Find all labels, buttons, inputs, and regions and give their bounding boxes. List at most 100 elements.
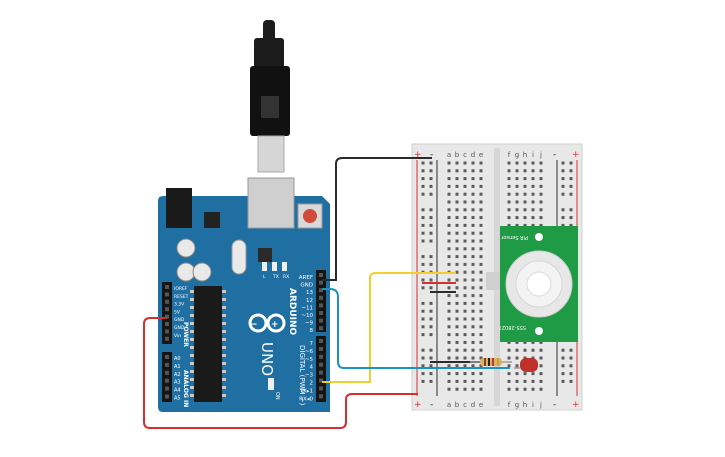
- breadboard-hole[interactable]: [455, 216, 459, 220]
- breadboard-hole[interactable]: [531, 177, 535, 181]
- rail-hole[interactable]: [569, 192, 573, 196]
- breadboard-hole[interactable]: [539, 372, 543, 376]
- rail-hole[interactable]: [421, 216, 425, 220]
- breadboard-hole[interactable]: [515, 192, 519, 196]
- rail-hole[interactable]: [421, 364, 425, 368]
- breadboard-hole[interactable]: [531, 379, 535, 383]
- breadboard-hole[interactable]: [455, 161, 459, 165]
- breadboard-hole[interactable]: [471, 356, 475, 360]
- rail-hole[interactable]: [569, 372, 573, 376]
- breadboard-hole[interactable]: [471, 278, 475, 282]
- breadboard-hole[interactable]: [479, 372, 483, 376]
- rail-hole[interactable]: [421, 301, 425, 305]
- breadboard-hole[interactable]: [471, 333, 475, 337]
- breadboard-hole[interactable]: [447, 333, 451, 337]
- breadboard-hole[interactable]: [455, 325, 459, 329]
- rail-hole[interactable]: [429, 223, 433, 227]
- rail-hole[interactable]: [421, 208, 425, 212]
- header-hole[interactable]: [165, 329, 169, 334]
- rail-hole[interactable]: [429, 262, 433, 266]
- breadboard-hole[interactable]: [523, 379, 527, 383]
- breadboard-hole[interactable]: [447, 317, 451, 321]
- rail-hole[interactable]: [421, 372, 425, 376]
- rail-hole[interactable]: [569, 379, 573, 383]
- breadboard-hole[interactable]: [463, 208, 467, 212]
- breadboard-hole[interactable]: [455, 200, 459, 204]
- breadboard-hole[interactable]: [479, 216, 483, 220]
- breadboard-hole[interactable]: [523, 216, 527, 220]
- rail-hole[interactable]: [421, 192, 425, 196]
- breadboard-hole[interactable]: [471, 169, 475, 173]
- rail-hole[interactable]: [569, 216, 573, 220]
- breadboard-hole[interactable]: [507, 208, 511, 212]
- rail-hole[interactable]: [421, 239, 425, 243]
- breadboard-hole[interactable]: [471, 192, 475, 196]
- breadboard-hole[interactable]: [455, 364, 459, 368]
- breadboard-hole[interactable]: [479, 184, 483, 188]
- breadboard-hole[interactable]: [479, 177, 483, 181]
- breadboard-hole[interactable]: [447, 239, 451, 243]
- rail-hole[interactable]: [429, 184, 433, 188]
- header-hole[interactable]: [165, 394, 169, 399]
- breadboard-hole[interactable]: [523, 200, 527, 204]
- breadboard-hole[interactable]: [447, 379, 451, 383]
- breadboard-hole[interactable]: [455, 387, 459, 391]
- rail-hole[interactable]: [429, 278, 433, 282]
- breadboard-hole[interactable]: [471, 223, 475, 227]
- breadboard-hole[interactable]: [523, 356, 527, 360]
- breadboard-hole[interactable]: [471, 372, 475, 376]
- breadboard-hole[interactable]: [447, 231, 451, 235]
- rail-hole[interactable]: [561, 348, 565, 352]
- breadboard-hole[interactable]: [447, 216, 451, 220]
- breadboard-hole[interactable]: [463, 340, 467, 344]
- breadboard-hole[interactable]: [447, 340, 451, 344]
- breadboard-hole[interactable]: [507, 364, 511, 368]
- breadboard-hole[interactable]: [471, 340, 475, 344]
- rail-hole[interactable]: [429, 169, 433, 173]
- breadboard-hole[interactable]: [479, 309, 483, 313]
- header-hole[interactable]: [319, 378, 323, 383]
- breadboard-hole[interactable]: [471, 208, 475, 212]
- rail-hole[interactable]: [429, 364, 433, 368]
- breadboard-hole[interactable]: [507, 340, 511, 344]
- rail-hole[interactable]: [421, 278, 425, 282]
- breadboard-hole[interactable]: [463, 255, 467, 259]
- header-hole[interactable]: [319, 394, 323, 399]
- breadboard-hole[interactable]: [463, 387, 467, 391]
- breadboard-hole[interactable]: [523, 208, 527, 212]
- rail-hole[interactable]: [569, 177, 573, 181]
- breadboard-hole[interactable]: [455, 356, 459, 360]
- breadboard-hole[interactable]: [463, 169, 467, 173]
- breadboard-hole[interactable]: [523, 348, 527, 352]
- breadboard-hole[interactable]: [471, 200, 475, 204]
- rail-hole[interactable]: [429, 301, 433, 305]
- breadboard-hole[interactable]: [471, 262, 475, 266]
- rail-hole[interactable]: [429, 177, 433, 181]
- breadboard-hole[interactable]: [507, 177, 511, 181]
- breadboard-hole[interactable]: [447, 294, 451, 298]
- breadboard-hole[interactable]: [539, 169, 543, 173]
- breadboard-hole[interactable]: [515, 340, 519, 344]
- breadboard-hole[interactable]: [479, 270, 483, 274]
- rail-hole[interactable]: [561, 364, 565, 368]
- breadboard-hole[interactable]: [463, 278, 467, 282]
- breadboard-hole[interactable]: [523, 372, 527, 376]
- breadboard-hole[interactable]: [479, 333, 483, 337]
- rail-hole[interactable]: [569, 356, 573, 360]
- breadboard-hole[interactable]: [515, 216, 519, 220]
- breadboard-hole[interactable]: [479, 387, 483, 391]
- breadboard-hole[interactable]: [479, 317, 483, 321]
- breadboard-hole[interactable]: [471, 317, 475, 321]
- breadboard-hole[interactable]: [507, 372, 511, 376]
- breadboard-hole[interactable]: [515, 372, 519, 376]
- header-hole[interactable]: [165, 322, 169, 326]
- breadboard-hole[interactable]: [447, 286, 451, 290]
- breadboard-hole[interactable]: [539, 364, 543, 368]
- header-hole[interactable]: [319, 386, 323, 391]
- header-hole[interactable]: [165, 362, 169, 367]
- header-hole[interactable]: [319, 295, 323, 300]
- breadboard-hole[interactable]: [531, 372, 535, 376]
- breadboard-hole[interactable]: [479, 192, 483, 196]
- rail-hole[interactable]: [569, 348, 573, 352]
- header-hole[interactable]: [319, 311, 323, 315]
